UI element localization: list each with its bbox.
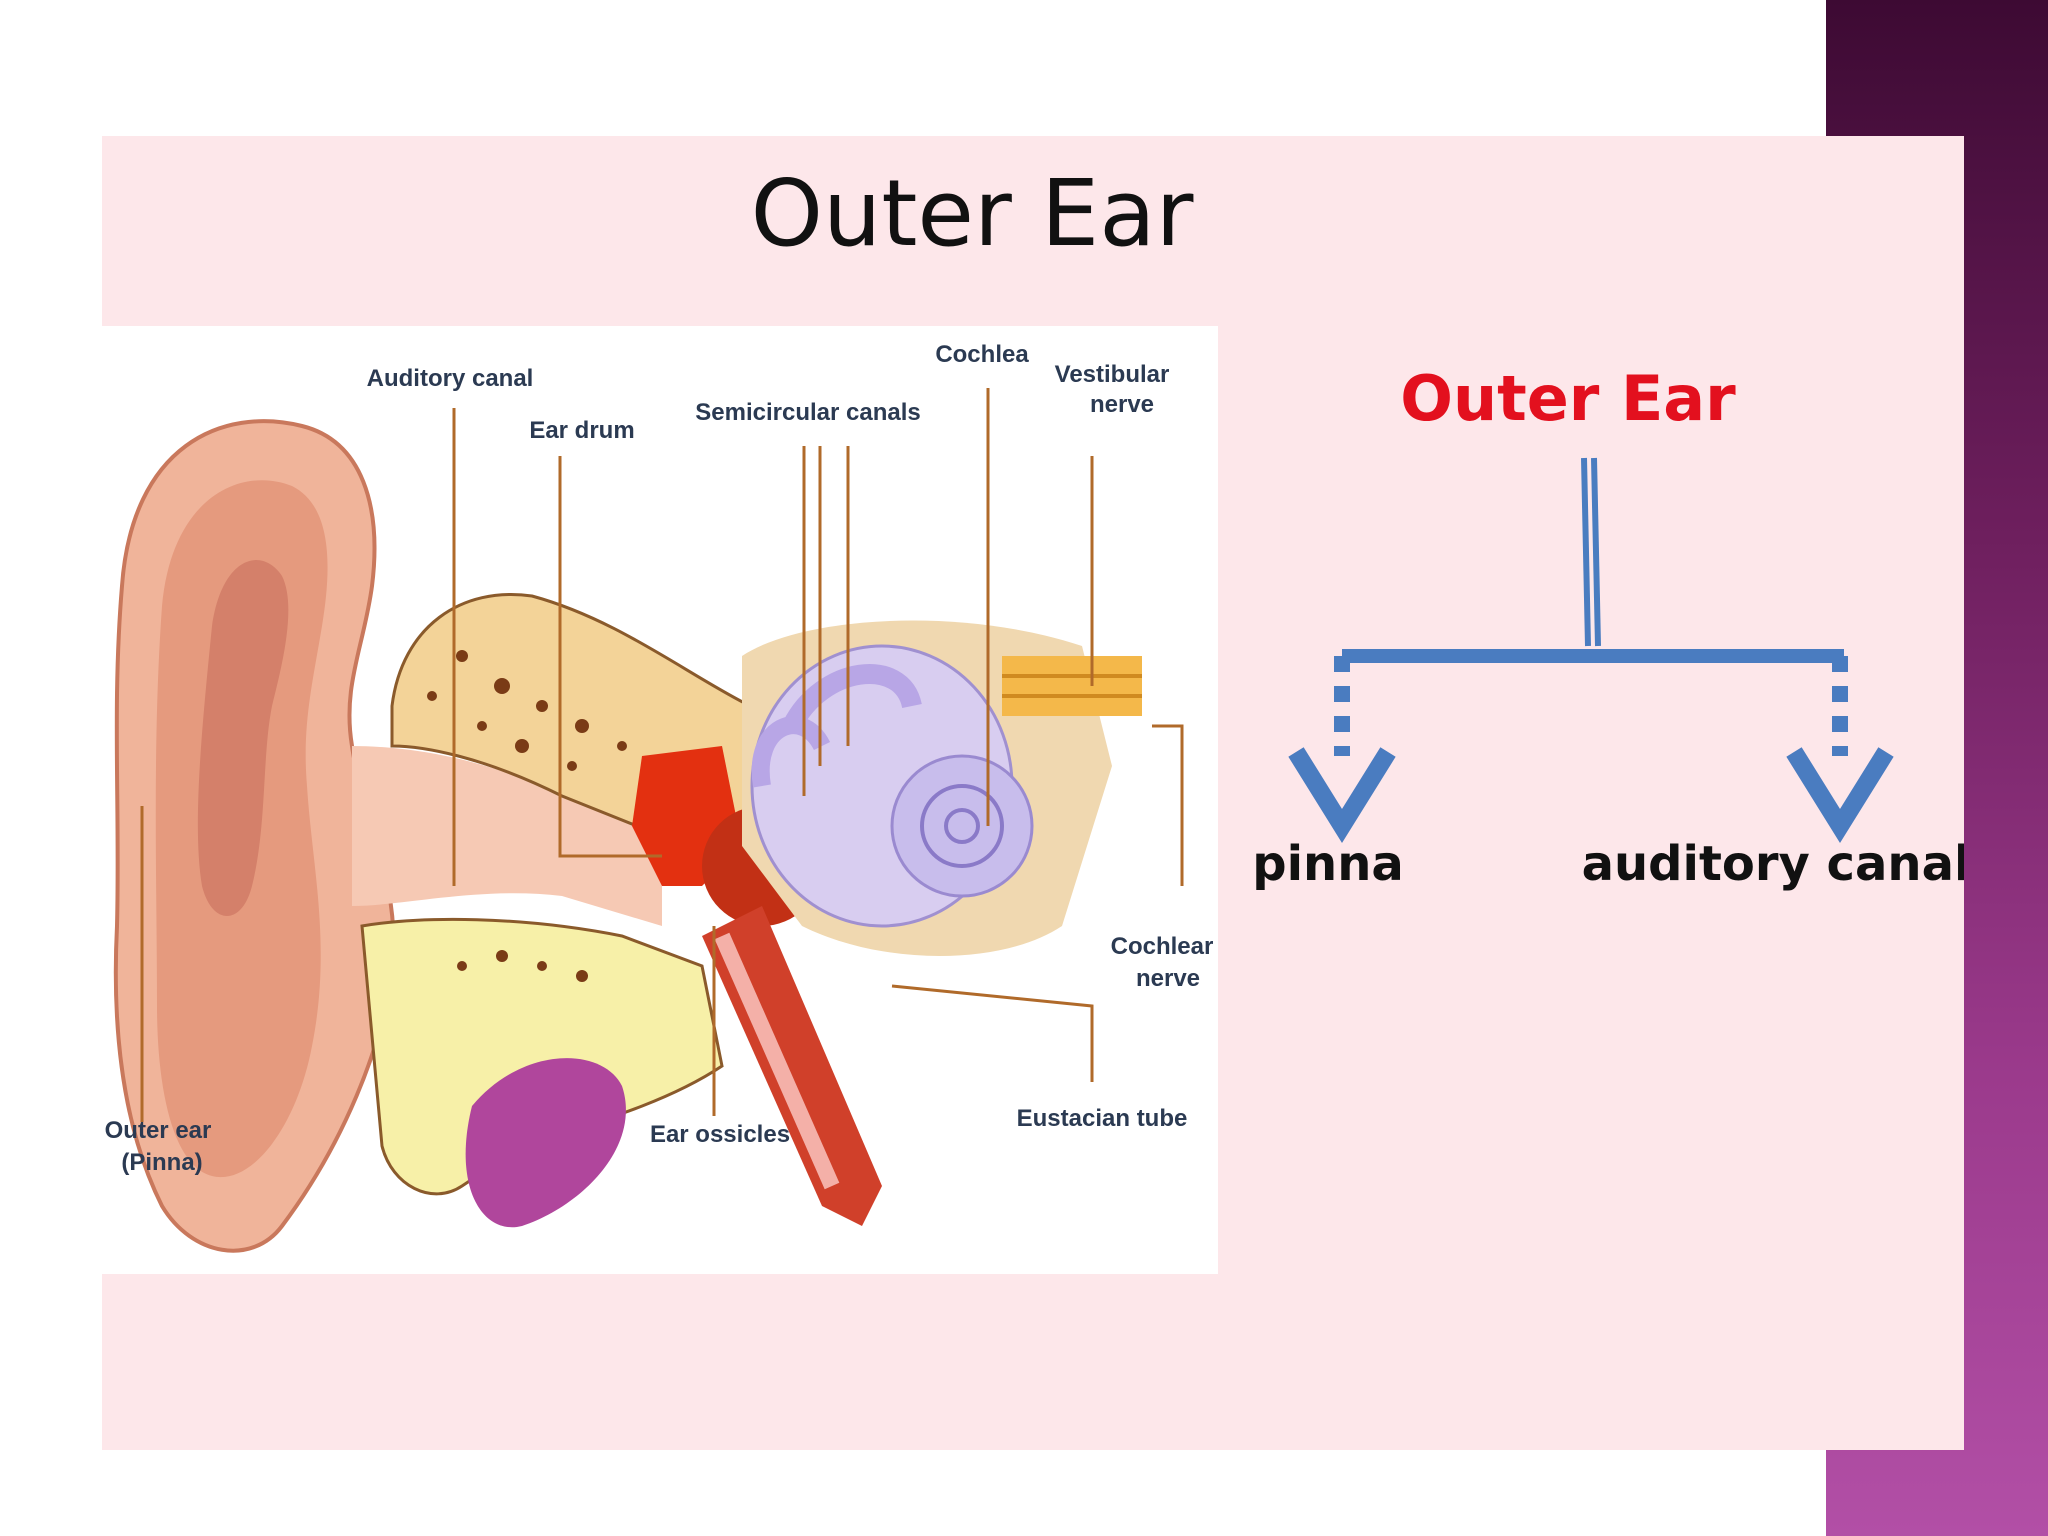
outer-ear-tree-diagram: Outer Ear pinna auditory canal — [1252, 362, 1964, 892]
tree-child-auditory-canal: auditory canal — [1582, 836, 1964, 892]
ear-anatomy-diagram: Auditory canal Ear drum Semicircular can… — [102, 326, 1218, 1274]
label-outer-ear-line2: (Pinna) — [121, 1149, 202, 1176]
label-vestibular-nerve-line2: nerve — [1090, 391, 1154, 418]
label-cochlear-nerve-line2: nerve — [1136, 965, 1200, 992]
label-eustacian-tube: Eustacian tube — [1017, 1105, 1188, 1132]
label-outer-ear-line1: Outer ear — [105, 1117, 212, 1144]
tree-root-label: Outer Ear — [1400, 362, 1736, 435]
leader-lines — [140, 388, 1184, 1122]
tree-connectors — [1334, 457, 1848, 756]
label-ear-drum: Ear drum — [529, 417, 634, 444]
label-cochlear-nerve-line1: Cochlear — [1111, 933, 1214, 960]
label-ear-ossicles: Ear ossicles — [650, 1121, 790, 1148]
label-auditory-canal: Auditory canal — [367, 365, 534, 392]
label-vestibular-nerve-line1: Vestibular — [1055, 361, 1170, 388]
tree-arrow-auditory-canal — [1786, 747, 1894, 844]
tree-arrow-pinna — [1288, 747, 1396, 844]
slide-title: Outer Ear — [750, 160, 1194, 267]
label-semicircular-canals: Semicircular canals — [695, 399, 920, 426]
inner-ear — [742, 620, 1142, 956]
label-cochlea: Cochlea — [935, 341, 1029, 368]
tree-child-pinna: pinna — [1252, 836, 1404, 892]
